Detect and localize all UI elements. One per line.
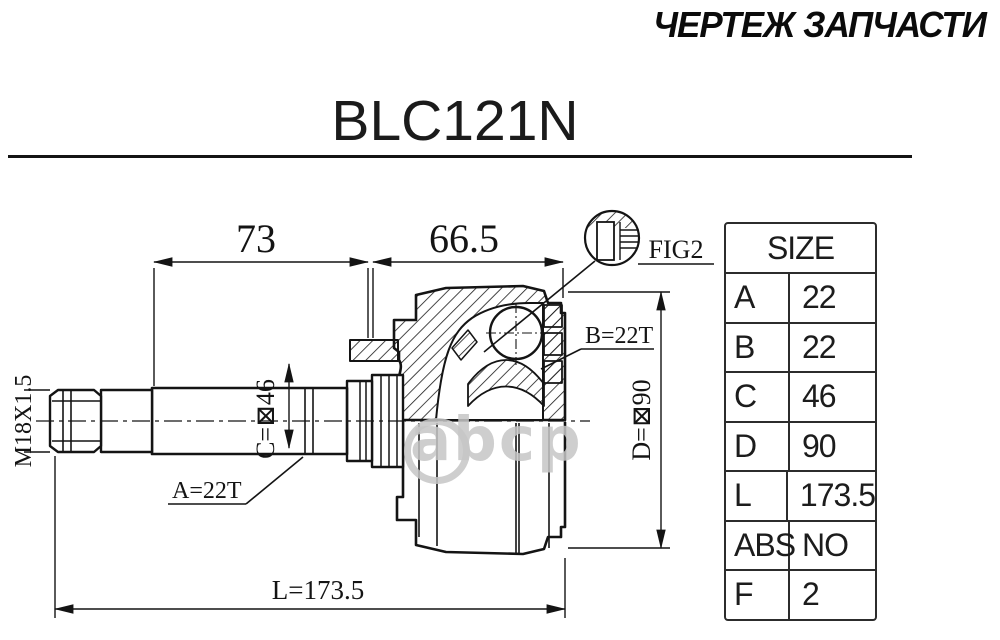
table-row: B 22: [726, 321, 875, 371]
fig2-detail: [583, 209, 641, 267]
thread-spec-label: M18X1.5: [11, 375, 37, 468]
param-cell: L: [726, 472, 788, 520]
param-cell: F: [726, 571, 790, 619]
value-cell: NO: [802, 526, 849, 563]
inner-spline-label: B=22T: [585, 323, 654, 349]
param-cell: B: [726, 323, 790, 371]
value-cell: 22: [802, 328, 837, 365]
bell-housing: [349, 284, 567, 556]
table-row: C 46: [726, 371, 875, 421]
param-cell: D: [726, 422, 790, 470]
inner-race-section: [467, 359, 545, 407]
part-number-title: BLC121N: [331, 89, 579, 153]
title-divider: [8, 155, 912, 158]
bell-lower-outline: [395, 422, 567, 556]
bell-lower-lines: [418, 423, 550, 553]
value-cell: 173.5: [799, 477, 876, 514]
dim-73-label: 73: [236, 216, 276, 261]
value-cell: 46: [802, 378, 837, 415]
boot-clamp-flange: [349, 339, 399, 362]
shaft: [24, 373, 405, 469]
cage-section: [451, 329, 478, 361]
param-cell: ABS: [726, 521, 796, 569]
rim-spline-teeth: [543, 304, 563, 384]
table-row: L 173.5: [726, 470, 876, 520]
dimensions: [53, 257, 714, 618]
dim-66-5-label: 66.5: [429, 216, 499, 261]
outer-spline-label: A=22T: [172, 478, 242, 504]
table-row: D 90: [726, 420, 875, 470]
ball-centerlines: [486, 303, 548, 365]
fig2-label: FIG2: [649, 235, 704, 264]
size-table: SIZE A 22 B 22 C 46 D 90 L 173.5 ABS NO …: [724, 222, 877, 621]
size-table-title: SIZE: [766, 229, 835, 266]
value-cell: 22: [802, 279, 837, 316]
ball: [488, 305, 544, 361]
table-row: A 22: [726, 272, 875, 322]
total-length-label: L=173.5: [272, 575, 364, 605]
param-cell: A: [726, 274, 790, 322]
table-row: F 2: [726, 569, 875, 619]
value-cell: 2: [802, 576, 820, 613]
table-row: ABS NO: [726, 519, 875, 569]
brand-header: ЧЕРТЕЖ ЗАПЧАСТИ: [653, 4, 987, 45]
value-cell: 90: [802, 427, 837, 464]
param-cell: C: [726, 373, 790, 421]
shaft-diameter-label: C=⊠46: [251, 379, 280, 459]
housing-diameter-label: D=⊠90: [627, 379, 656, 460]
